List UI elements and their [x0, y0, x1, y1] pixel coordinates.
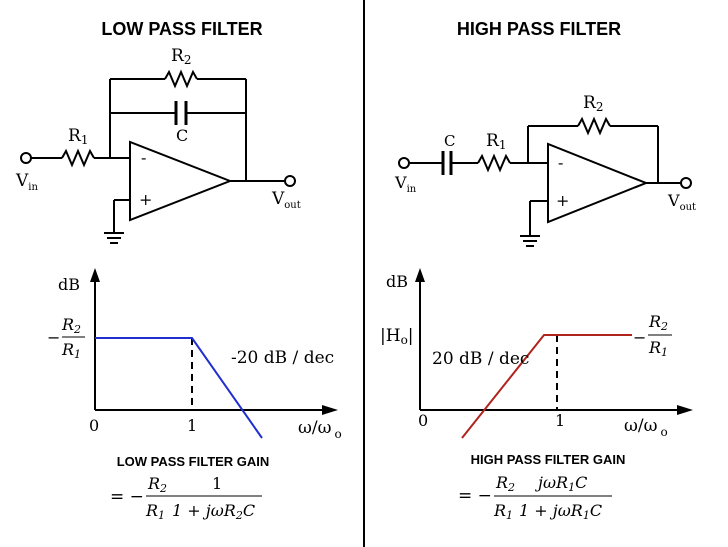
lowpass-y-axis-arrow [90, 268, 100, 282]
lowpass-title: LOW PASS FILTER [101, 19, 262, 39]
lowpass-passband-gain-sign: − [47, 328, 60, 347]
lowpass-slope-label: -20 dB / dec [231, 348, 334, 368]
lowpass-circuit: - + R1 R2 C Vin Vout [15, 46, 301, 244]
highpass-slope-label: 20 dB / dec [432, 349, 529, 369]
highpass-minus-sign: - [558, 153, 563, 172]
highpass-vout-label: Vout [667, 191, 696, 213]
highpass-formula-num1: R2 [495, 473, 515, 494]
highpass-circuit: - + C R1 R2 Vin Vout [394, 93, 696, 247]
highpass-vout-terminal [680, 177, 692, 189]
highpass-formula-den2: 1 + jωR1C [519, 501, 602, 522]
highpass-formula-num2: jωR1C [535, 473, 587, 494]
lowpass-magnitude-curve [95, 337, 263, 439]
lowpass-formula-num2: 1 [212, 474, 222, 493]
highpass-r1-label: R1 [486, 131, 506, 152]
lowpass-ylabel: dB [58, 275, 80, 294]
lowpass-passband-gain-num: R2 [61, 315, 81, 336]
lowpass-vin-label: Vin [15, 171, 38, 193]
highpass-panel: HIGH PASS FILTER - + C R1 [380, 19, 696, 522]
highpass-y-axis-arrow [415, 268, 425, 282]
lowpass-r1-resistor [61, 148, 95, 168]
highpass-plus-sign: + [556, 191, 569, 210]
lowpass-passband-gain-den: R1 [61, 340, 81, 361]
lowpass-plus-sign: + [139, 190, 152, 209]
lowpass-r2-label: R2 [171, 46, 191, 67]
lowpass-panel: LOW PASS FILTER - + [15, 19, 342, 522]
highpass-formula-den1: R1 [493, 501, 513, 522]
lowpass-r2-resistor [164, 69, 198, 89]
highpass-ylabel: dB [386, 272, 408, 291]
lowpass-vout-label: Vout [271, 189, 301, 211]
highpass-opamp [547, 142, 649, 224]
highpass-r2-resistor [577, 116, 611, 136]
highpass-passband-gain-num: R2 [648, 312, 668, 333]
highpass-r1-resistor [477, 153, 511, 173]
highpass-x-tick-1: 1 [555, 411, 565, 430]
lowpass-c-label: C [176, 126, 188, 145]
lowpass-formula-den2: 1 + jωR2C [172, 501, 255, 522]
highpass-vin-terminal [398, 157, 410, 169]
lowpass-x-tick-0: 0 [89, 416, 99, 435]
highpass-x-tick-0: 0 [418, 411, 428, 430]
lowpass-gain-title: LOW PASS FILTER GAIN [117, 454, 270, 469]
lowpass-passband-gain-label: − R2 R1 [47, 315, 85, 361]
highpass-title: HIGH PASS FILTER [457, 19, 621, 39]
highpass-r2-label: R2 [583, 93, 603, 114]
lowpass-formula-num1: R2 [147, 474, 167, 495]
lowpass-x-axis-arrow [322, 405, 338, 415]
lowpass-vin-terminal [20, 152, 32, 164]
lowpass-vout-terminal [284, 175, 296, 187]
highpass-passband-gain-label: − R2 R1 [633, 312, 672, 359]
lowpass-formula-prefix: = − [110, 487, 144, 507]
lowpass-x-tick-1: 1 [187, 416, 197, 435]
lowpass-r1-label: R1 [68, 126, 88, 147]
lowpass-opamp [129, 140, 233, 222]
lowpass-gain-formula: = − R2 R1 1 1 + jωR2C [110, 474, 262, 522]
highpass-c-label: C [444, 132, 455, 150]
lowpass-minus-sign: - [141, 148, 146, 167]
highpass-passband-h-label: |Ho| [380, 326, 414, 347]
highpass-gain-title: HIGH PASS FILTER GAIN [471, 452, 626, 467]
highpass-passband-gain-den: R1 [648, 338, 668, 359]
highpass-gain-formula: = − R2 R1 jωR1C 1 + jωR1C [458, 473, 612, 522]
highpass-x-axis-arrow [677, 405, 693, 415]
highpass-passband-gain-sign: − [633, 328, 646, 347]
lowpass-formula-den1: R1 [145, 501, 165, 522]
highpass-vin-label: Vin [394, 173, 417, 195]
highpass-magnitude-curve [461, 334, 632, 439]
highpass-formula-prefix: = − [458, 486, 492, 506]
